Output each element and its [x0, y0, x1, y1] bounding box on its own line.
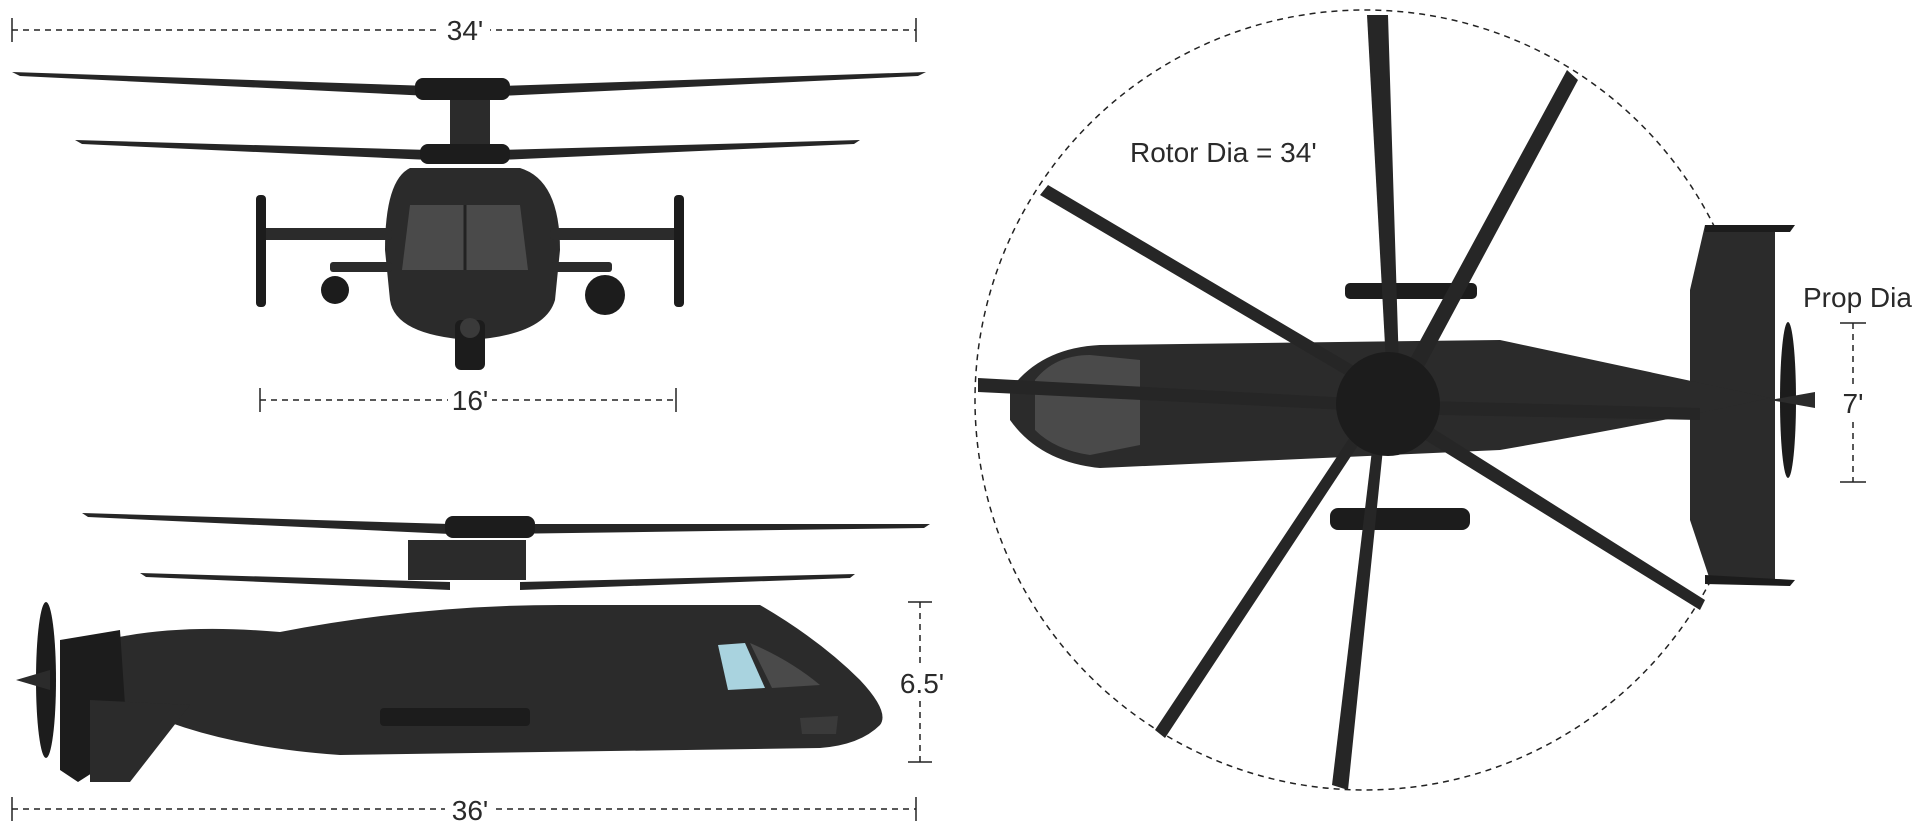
front-width-dimension: 16' — [259, 382, 677, 416]
front-view: 34' 16' — [11, 12, 926, 416]
rotor-span-dimension: 34' — [11, 12, 917, 46]
side-height-label: 6.5' — [900, 668, 944, 699]
side-length-label: 36' — [452, 795, 489, 826]
top-view: Rotor Dia = 34' Prop Dia — [974, 9, 1912, 791]
rotor-diameter-label: Rotor Dia = 34' — [1130, 137, 1317, 168]
side-height-dimension: 6.5' — [894, 601, 950, 763]
rotor-span-label: 34' — [447, 15, 484, 46]
front-width-label: 16' — [452, 385, 489, 416]
rotor-blades — [978, 15, 1705, 790]
side-length-dimension: 36' — [11, 792, 917, 826]
side-view: 6.5' 36' — [11, 513, 950, 826]
prop-diameter-value: 7' — [1843, 388, 1864, 419]
prop-diameter-dimension: Prop Dia 7' — [1803, 282, 1912, 483]
prop-diameter-title: Prop Dia — [1803, 282, 1912, 313]
